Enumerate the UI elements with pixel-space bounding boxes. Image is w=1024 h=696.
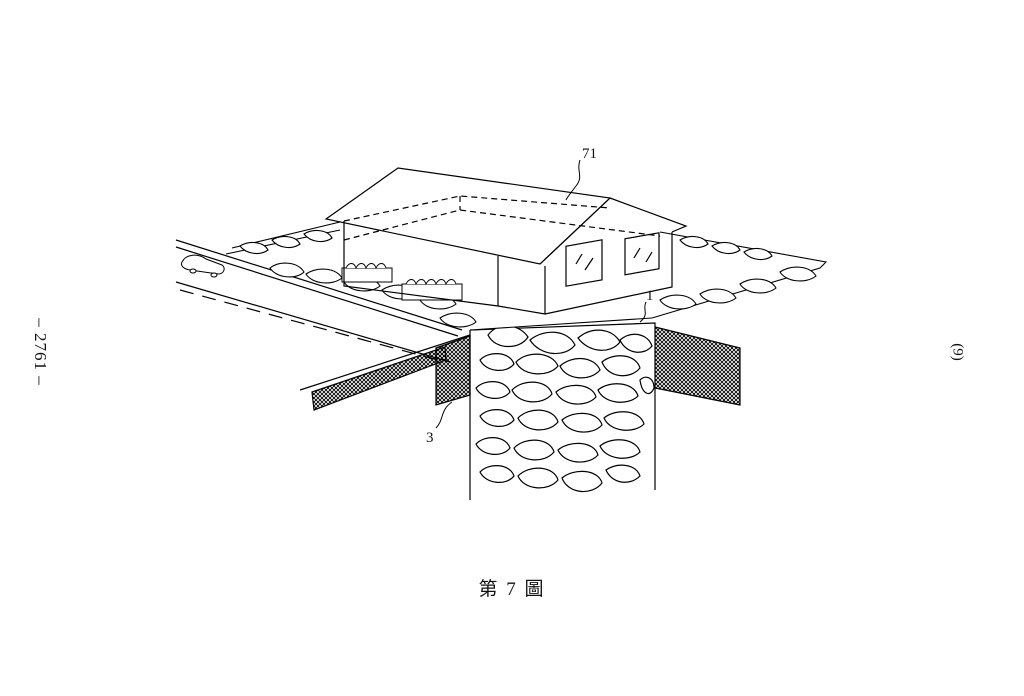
- house: [324, 167, 688, 315]
- car-icon: [181, 254, 225, 278]
- leader-lines: [435, 159, 647, 429]
- stone-foundation: [469, 322, 656, 500]
- figure-caption: 第 7 圖: [478, 579, 546, 600]
- right-mesh-wall: [654, 326, 741, 406]
- label-retaining-layer: 3: [426, 430, 434, 446]
- label-foundation: 1: [646, 288, 654, 304]
- label-house: 71: [582, 146, 597, 162]
- planters: [341, 263, 463, 301]
- road: [175, 239, 471, 391]
